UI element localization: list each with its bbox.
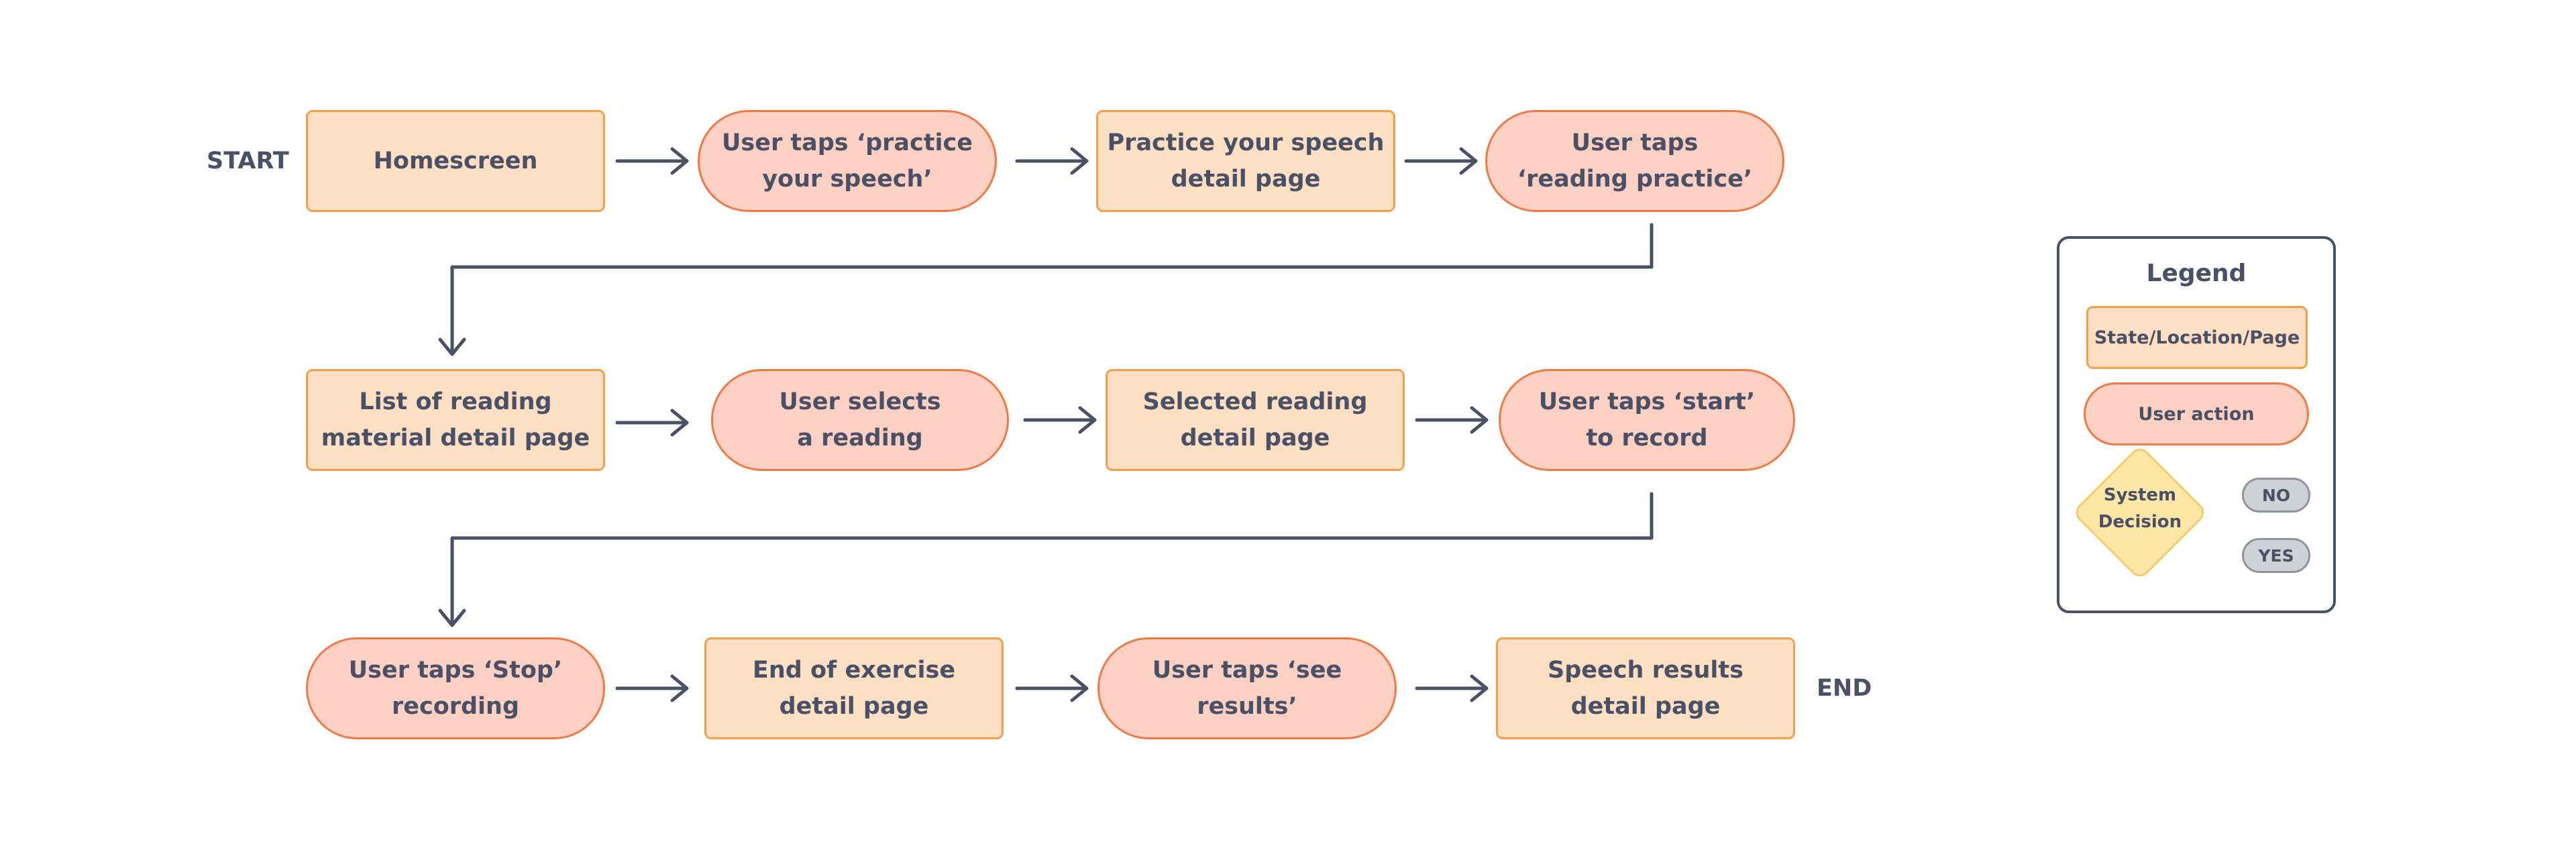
arrow-reading-list-to-select-reading — [615, 409, 689, 437]
start-label: START — [207, 148, 289, 174]
arrow-homescreen-to-tap-practice — [615, 147, 689, 175]
homescreen-node: Homescreen — [306, 110, 605, 212]
reading-list-node: List of reading material detail page — [306, 369, 605, 471]
tap-see-results-node: User taps ‘see results’ — [1097, 637, 1397, 739]
end-exercise-node: End of exercise detail page — [704, 637, 1004, 739]
tap-start-node: User taps ‘start’ to record — [1499, 369, 1795, 471]
legend-no-pill: NO — [2242, 478, 2310, 513]
arrow-tap-stop-to-end-exercise — [615, 674, 689, 702]
tap-stop-node: User taps ‘Stop’ recording — [306, 637, 605, 739]
arrow-selected-detail-to-tap-start — [1415, 406, 1489, 434]
legend-title: Legend — [2146, 260, 2247, 287]
arrow-row1-to-row2 — [438, 223, 1654, 356]
legend-action-sample: User action — [2084, 382, 2309, 445]
arrow-select-reading-to-selected-detail — [1023, 406, 1097, 434]
speech-results-node: Speech results detail page — [1496, 637, 1795, 739]
legend-yes-pill: YES — [2242, 538, 2310, 573]
arrow-row2-to-row3 — [438, 492, 1654, 627]
end-label: END — [1817, 675, 1872, 702]
arrow-practice-detail-to-tap-reading — [1404, 147, 1478, 175]
tap-practice-node: User taps ‘practice your speech’ — [698, 110, 997, 212]
legend-state-sample: State/Location/Page — [2086, 306, 2308, 369]
selected-detail-node: Selected reading detail page — [1106, 369, 1405, 471]
arrow-end-exercise-to-tap-see-results — [1015, 674, 1089, 702]
tap-reading-practice-node: User taps ‘reading practice’ — [1485, 110, 1784, 212]
arrow-tap-see-results-to-speech-results — [1415, 674, 1489, 702]
arrow-tap-practice-to-practice-detail — [1015, 147, 1089, 175]
practice-detail-node: Practice your speech detail page — [1096, 110, 1395, 212]
legend: Legend State/Location/Page User action S… — [2057, 236, 2336, 613]
legend-decision-label: System Decision — [2098, 485, 2182, 532]
select-reading-node: User selects a reading — [711, 369, 1009, 471]
